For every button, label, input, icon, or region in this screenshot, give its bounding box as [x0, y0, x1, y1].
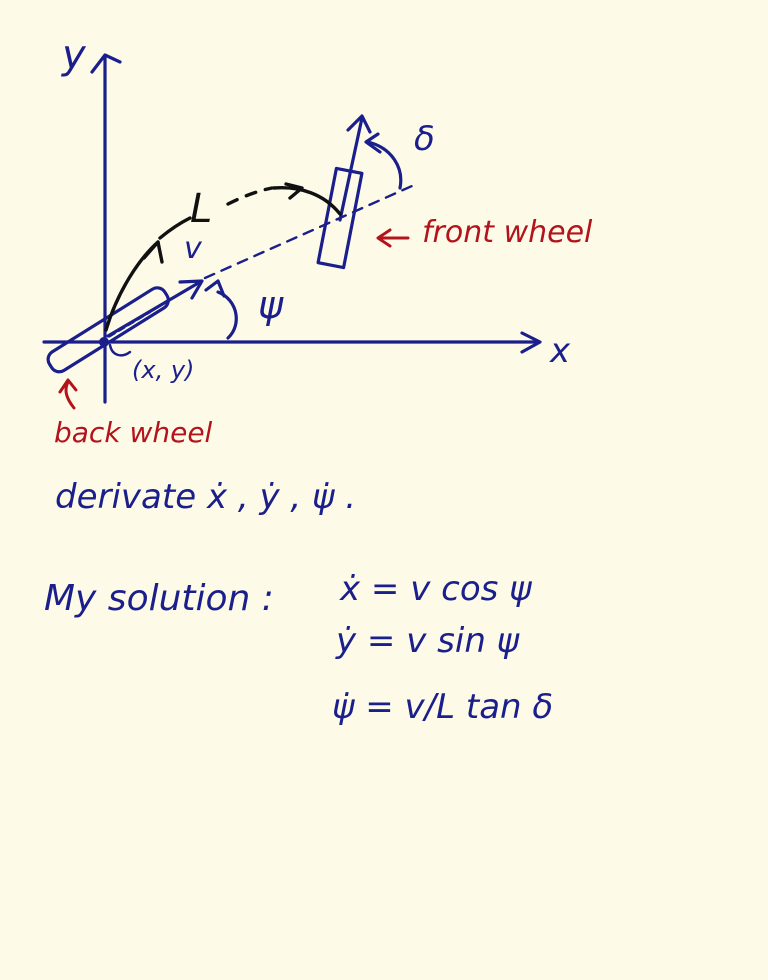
delta-arc-arrowhead	[364, 132, 382, 154]
psi-arc-arrowhead	[204, 279, 226, 298]
velocity-label: v	[184, 231, 203, 266]
equation-y-dot: ẏ = v sin ψ	[335, 621, 520, 661]
wheelbase-dashdot	[226, 186, 274, 206]
x-axis-arrowhead	[520, 331, 542, 354]
wheelbase-length-label: L	[190, 186, 212, 232]
heading-dashed-line	[203, 184, 414, 280]
task-text: derivate ẋ , ẏ , ψ̇ .	[55, 477, 356, 517]
delta-angle-arc	[366, 140, 403, 190]
origin-point-label: (x, y)	[132, 356, 194, 384]
delta-label: δ	[414, 119, 435, 159]
velocity-arrow	[106, 280, 202, 338]
front-wheel-label: front wheel	[422, 215, 593, 250]
equation-psi-dot: ψ̇ = v/L tan δ	[332, 687, 553, 727]
x-axis-label: x	[549, 331, 571, 371]
y-axis-label: y	[61, 32, 87, 78]
wheelbase-right-curve	[272, 186, 342, 216]
velocity-arrowhead	[178, 279, 204, 300]
front-wheel-arrowhead	[346, 114, 372, 134]
equation-x-dot: ẋ = v cos ψ	[339, 569, 532, 609]
wheelbase-right-arrowhead	[284, 182, 304, 200]
origin-pointer	[108, 343, 132, 357]
y-axis-arrowhead	[90, 53, 122, 74]
back-wheel-pointer-arrow	[58, 378, 78, 410]
rear-axle-point	[99, 337, 109, 347]
front-wheel-pointer-arrow	[376, 228, 410, 248]
wheelbase-left-arrowhead	[142, 240, 164, 264]
back-wheel-shape	[46, 286, 170, 374]
psi-label: ψ	[258, 283, 284, 327]
psi-angle-arc	[216, 290, 238, 340]
wheelbase-left-curve-2	[158, 216, 192, 240]
solution-heading: My solution :	[44, 578, 274, 619]
front-wheel-heading-arrow	[338, 116, 364, 222]
back-wheel-label: back wheel	[54, 416, 213, 449]
